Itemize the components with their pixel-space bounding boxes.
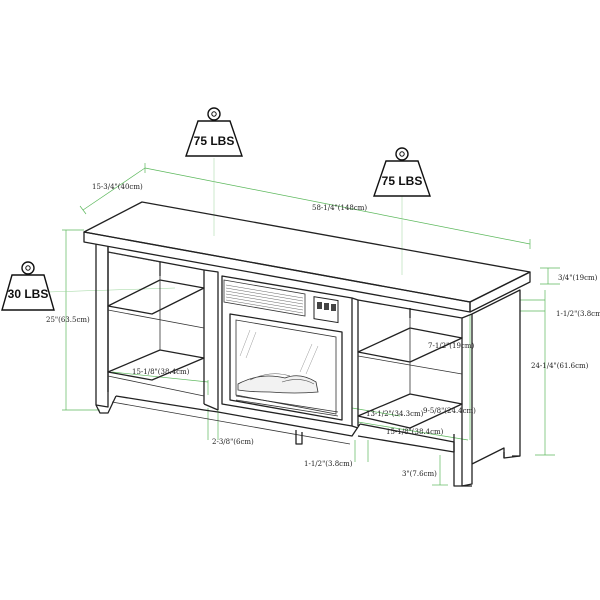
right-shelf-upper [357, 327, 463, 363]
dim-fireplace-opening-width: 13-1/2"(34.3cm) [366, 410, 424, 418]
weight-label-right: 75 LBS [382, 174, 423, 188]
tv-stand-illustration [83, 201, 531, 487]
right-front-leg [453, 434, 472, 487]
vent-grille [225, 284, 304, 314]
center-divider-left [203, 269, 219, 411]
right-side-panel [461, 289, 521, 487]
left-shelf-lower [107, 349, 205, 381]
dim-right-shelf-width: 15-1/8"(38.4cm) [386, 428, 444, 436]
dim-depth: 15-3/4"(40cm) [92, 183, 143, 191]
dimension-labels: 15-3/4"(40cm) 58-1/4"(148cm) 25"(63.5cm)… [46, 183, 600, 478]
fireplace [221, 275, 353, 427]
dim-leg-offset: 1-1/2"(3.8cm) [304, 460, 353, 468]
dim-height: 25"(63.5cm) [46, 316, 90, 324]
dim-top-overhang: 1-1/2"(3.8cm) [556, 310, 600, 318]
heater-vent [223, 279, 306, 317]
dim-right-body-height: 24-1/4"(61.6cm) [531, 362, 589, 370]
glass-reflection [239, 329, 319, 375]
right-shelf-lower [357, 393, 463, 429]
bottom-rail [115, 395, 361, 437]
weight-label-center: 75 LBS [194, 134, 235, 148]
dimension-lines [47, 158, 560, 486]
firebox-glass [229, 313, 343, 421]
weight-top-center: 75 LBS [185, 107, 243, 157]
left-front-leg [95, 395, 117, 414]
top-side-edge [469, 271, 531, 313]
dim-leg-height: 3"(7.6cm) [402, 470, 437, 478]
dim-top-thickness: 3/4"(19cm) [558, 274, 598, 282]
logs-icon [235, 373, 339, 417]
right-back-leg [503, 452, 520, 458]
top-surface [83, 201, 531, 303]
dim-right-shelf-spacing: 7-1/2"(19cm) [428, 342, 475, 350]
control-buttons [317, 302, 336, 311]
weight-label-left: 30 LBS [8, 287, 49, 301]
weight-left-side: 30 LBS [1, 261, 55, 311]
weight-top-right: 75 LBS [373, 147, 431, 197]
dim-divider-width: 2-3/8"(6cm) [212, 438, 254, 446]
left-shelf-upper [107, 279, 205, 315]
dim-right-opening-height: 9-5/8"(24.4cm) [423, 407, 476, 415]
top-front-edge [83, 231, 471, 313]
back-center-leg [295, 430, 303, 445]
left-side-panel [95, 244, 109, 408]
dim-left-shelf-width: 15-1/8"(38.4cm) [132, 368, 190, 376]
dim-width: 58-1/4"(148cm) [312, 204, 367, 212]
